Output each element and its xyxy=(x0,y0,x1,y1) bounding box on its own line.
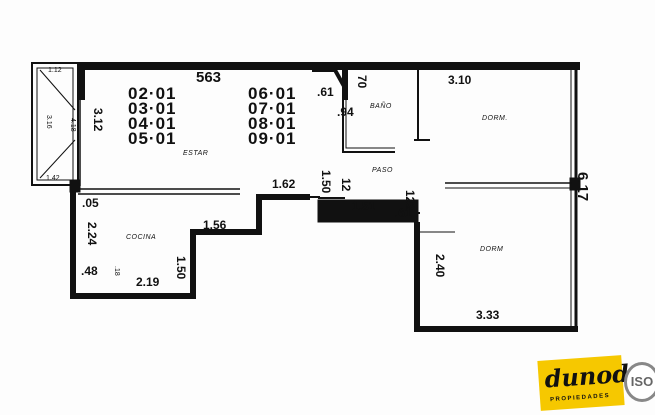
dim-balcony-side-inner: 4.18 xyxy=(69,118,76,132)
unit-number: 08·01 xyxy=(248,114,297,133)
dim-bath-b: .94 xyxy=(337,105,354,119)
logo-brand: dunod xyxy=(543,358,630,394)
unit-number: 03·01 xyxy=(128,99,177,118)
dim-living-width: 563 xyxy=(196,69,222,86)
unit-number: 06·01 xyxy=(248,84,297,103)
unit-number: 05·01 xyxy=(128,129,177,148)
dim-kitchen-f: .48 xyxy=(81,264,98,278)
dim-kitchen-d: 1.50 xyxy=(174,256,188,280)
room-label-living: ESTAR xyxy=(183,150,209,157)
dunod-logo: dunod PROPIEDADES xyxy=(537,355,630,411)
dim-bed1-width: 3.10 xyxy=(448,73,472,87)
dim-kitchen-a: .05 xyxy=(82,196,99,210)
unit-number: 09·01 xyxy=(248,129,297,148)
unit-number: 02·01 xyxy=(128,84,177,103)
dim-bed2-width: 3.33 xyxy=(476,308,500,322)
corridor-wall xyxy=(317,199,419,223)
dim-hall-d: 12 xyxy=(339,178,353,192)
room-label-bathroom: BAÑO xyxy=(370,103,392,110)
dim-kitchen-e: 2.19 xyxy=(136,275,160,289)
balcony-inner xyxy=(36,67,74,181)
room-label-bedroom-2: DORM xyxy=(480,246,504,253)
dim-balcony-side: 3.16 xyxy=(45,115,52,129)
bedroom-2-walls xyxy=(414,222,578,332)
dim-living-depth: 3.12 xyxy=(91,108,105,132)
dim-bath-c: 70 xyxy=(355,75,369,89)
dim-kitchen-b: 2.24 xyxy=(85,222,99,246)
dim-bath-a: .61 xyxy=(317,85,334,99)
bathroom-walls xyxy=(342,100,395,153)
room-label-hall: PASO xyxy=(372,167,393,174)
dim-kitchen-c: 1.56 xyxy=(203,218,227,232)
dim-hall-a: 1.62 xyxy=(272,177,296,191)
dim-kitchen-g: .18 xyxy=(113,266,120,276)
dim-hall-b: 1.51 xyxy=(352,199,376,213)
dim-hall-c: 1.50 xyxy=(319,170,333,194)
dim-balcony-top: 1.12 xyxy=(48,67,62,74)
dim-bed2-depth: 2.40 xyxy=(433,254,447,278)
dim-bed-depth: 6.17 xyxy=(574,172,591,202)
iso-badge-text: ISO xyxy=(630,374,654,389)
balcony-outline xyxy=(31,62,79,186)
unit-number: 07·01 xyxy=(248,99,297,118)
kitchen-walls xyxy=(70,186,310,299)
iso-badge: ISO xyxy=(624,362,655,402)
dim-hall-f: .61 xyxy=(395,206,412,220)
unit-number: 04·01 xyxy=(128,114,177,133)
room-label-bedroom-1: DORM. xyxy=(482,115,508,122)
unit-numbers: 02·01 06·01 03·01 07·01 04·01 08·01 05·0… xyxy=(128,84,328,148)
room-label-kitchen: COCINA xyxy=(126,234,157,241)
logo-subtitle: PROPIEDADES xyxy=(549,393,611,404)
dim-balcony-bottom: 1.42 xyxy=(46,175,60,182)
